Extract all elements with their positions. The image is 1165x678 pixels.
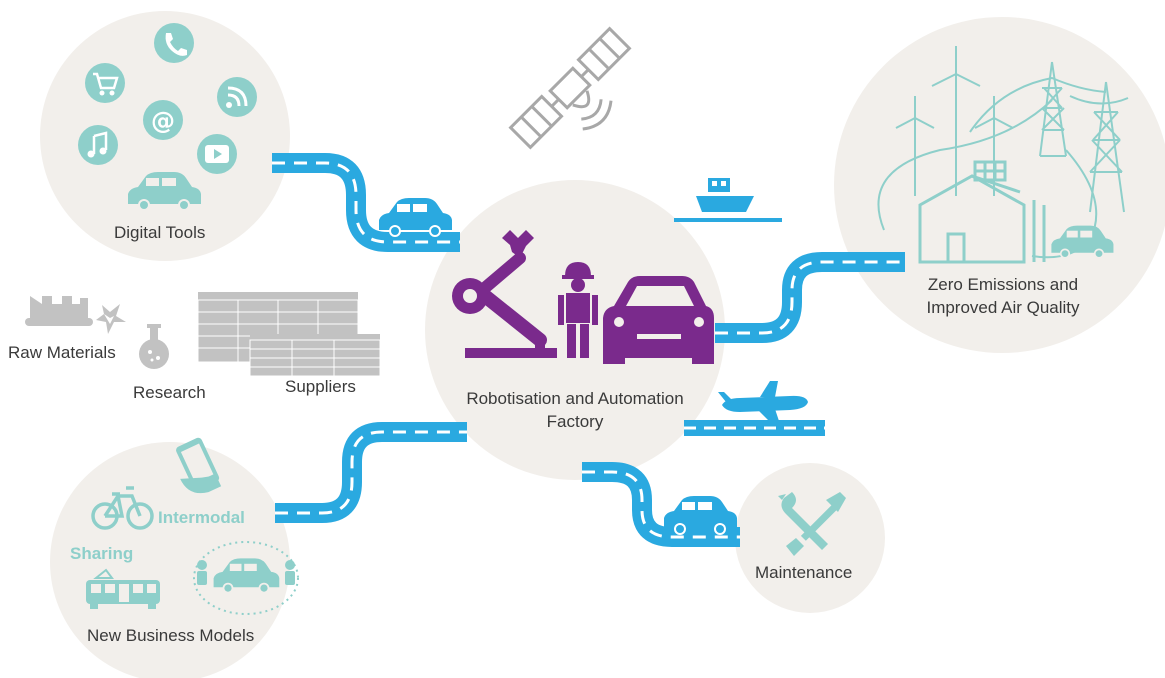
pylon-icon xyxy=(877,61,1129,259)
svg-text:@: @ xyxy=(151,107,175,135)
raw-materials-label: Raw Materials xyxy=(8,343,116,362)
cart-icon xyxy=(85,63,125,103)
satellite-icon xyxy=(508,26,632,150)
car-icon xyxy=(1051,225,1114,259)
wind-turbine-icon xyxy=(895,46,1014,196)
music-icon xyxy=(78,125,118,165)
intermodal-label: Intermodal xyxy=(158,508,245,527)
flask-icon xyxy=(139,324,169,369)
wrench-screwdriver-icon xyxy=(778,492,846,556)
maintenance-label: Maintenance xyxy=(755,563,853,582)
business-models-circle xyxy=(50,442,290,678)
sharing-label: Sharing xyxy=(70,544,134,563)
rss-icon xyxy=(217,77,257,117)
ship-icon xyxy=(674,178,782,222)
phone-icon xyxy=(154,23,194,63)
robot-arm-icon xyxy=(452,230,557,358)
bicycle-icon xyxy=(91,486,154,530)
tram-icon xyxy=(86,568,160,609)
road-digital-to-factory xyxy=(272,153,460,252)
car-icon xyxy=(128,172,201,211)
raw-materials-icon xyxy=(25,296,126,334)
car-sharing-icon xyxy=(193,541,299,615)
video-icon xyxy=(197,134,237,174)
car-icon xyxy=(379,198,452,237)
worker-icon xyxy=(558,262,598,358)
factory-label-line1: Robotisation and Automation xyxy=(466,389,684,408)
solar-house-icon xyxy=(918,160,1046,264)
suppliers-label: Suppliers xyxy=(285,377,356,396)
research-label: Research xyxy=(133,383,206,402)
car-icon xyxy=(603,276,714,364)
road-factory-to-maintenance xyxy=(582,462,740,547)
airplane-icon xyxy=(718,381,808,424)
road-factory-to-zero xyxy=(715,252,905,343)
zero-emissions-label-line2: Improved Air Quality xyxy=(926,298,1080,317)
digital-tools-label: Digital Tools xyxy=(114,223,206,242)
car-icon xyxy=(664,496,737,535)
zero-emissions-label-line1: Zero Emissions and xyxy=(927,275,1079,294)
new-business-models-label: New Business Models xyxy=(87,626,255,645)
supplier-building-icon xyxy=(197,292,381,377)
at-icon: @ xyxy=(143,100,183,140)
smartphone-icon xyxy=(176,437,222,494)
factory-label-line2: Factory xyxy=(546,412,604,431)
road-business-to-factory xyxy=(275,422,467,523)
